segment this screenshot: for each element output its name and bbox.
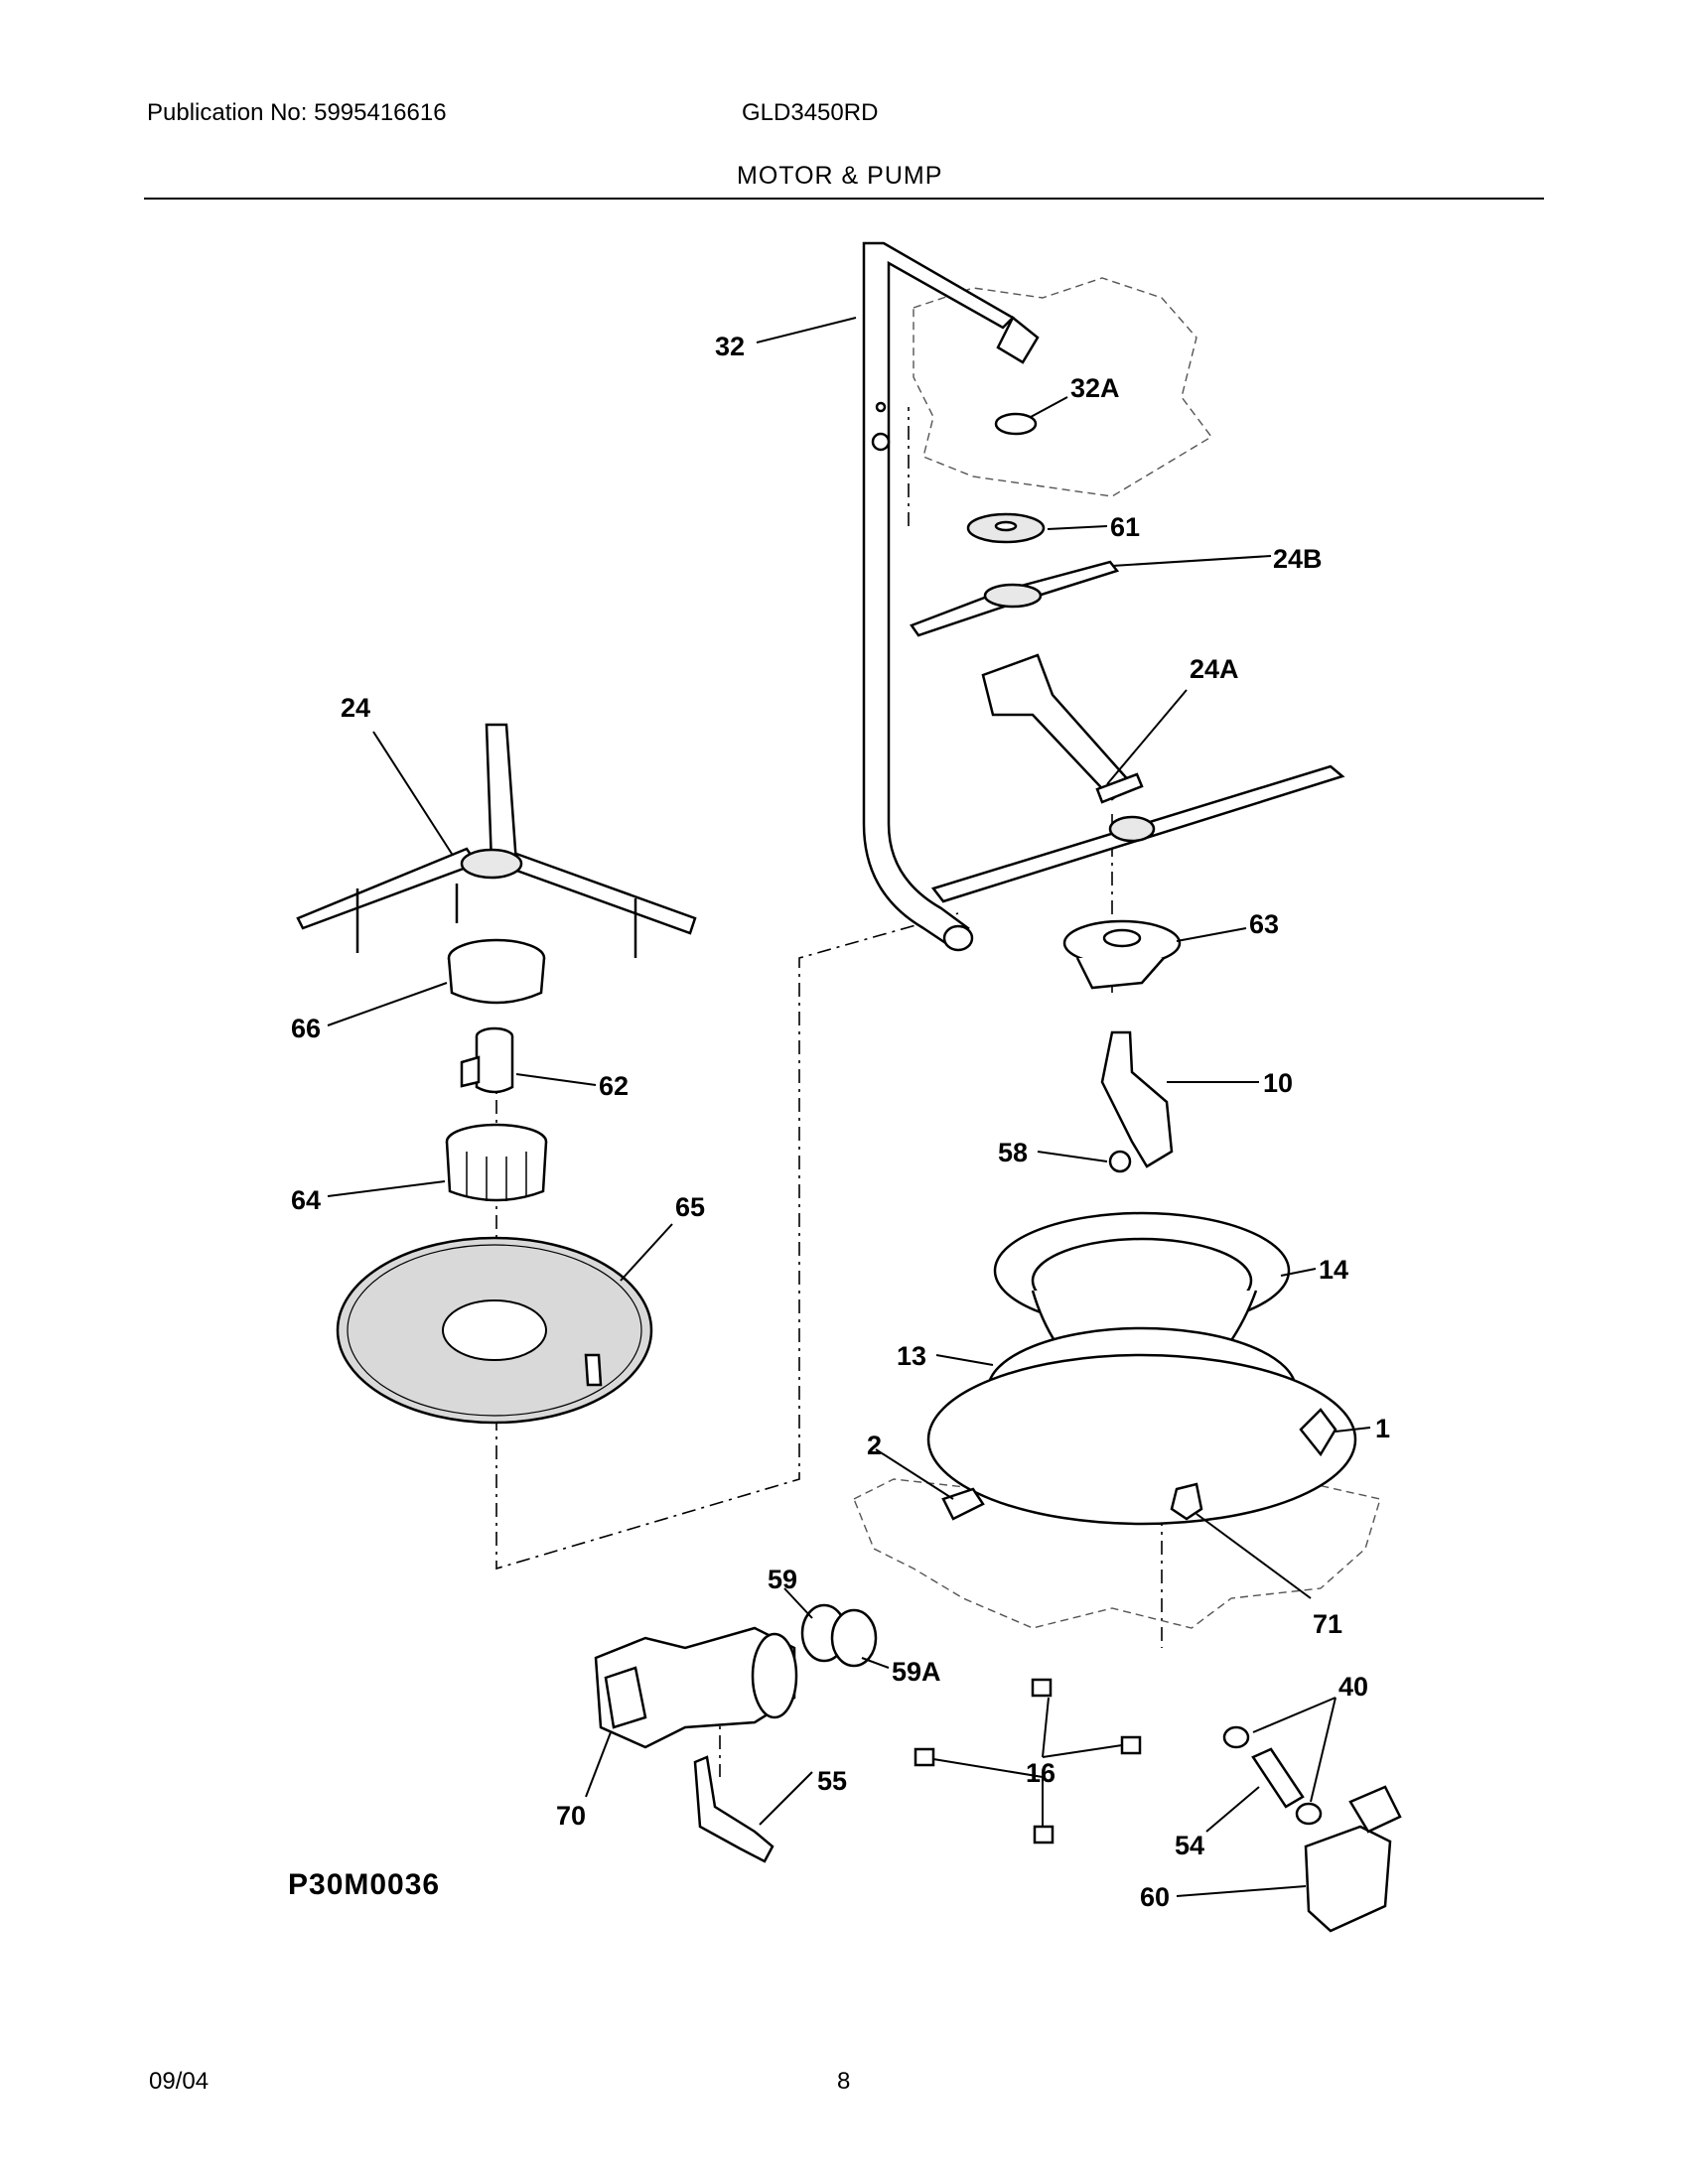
sump-mounting-ring <box>926 1353 1357 1526</box>
upper-wash-tube <box>862 241 1040 952</box>
callout-1: 1 <box>1375 1414 1390 1443</box>
footer-date: 09/04 <box>149 2068 210 2095</box>
callout-14: 14 <box>1319 1255 1348 1285</box>
spray-arm-manifold <box>981 653 1144 804</box>
callout-61: 61 <box>1110 512 1140 542</box>
callout-59: 59 <box>768 1565 797 1594</box>
pump-cover-seal <box>1062 919 1182 990</box>
drain-hose <box>1251 1747 1305 1809</box>
publication-number: Publication No: 5995416616 <box>147 99 447 126</box>
inlet-tube <box>460 1026 514 1094</box>
section-title: MOTOR & PUMP <box>737 162 943 190</box>
callout-24a: 24A <box>1190 654 1239 684</box>
callout-32: 32 <box>715 332 745 361</box>
callout-71: 71 <box>1313 1609 1342 1639</box>
callout-54: 54 <box>1175 1831 1204 1860</box>
upper-spray-arm <box>910 560 1120 637</box>
coarse-filter <box>445 1123 548 1202</box>
model-number: GLD3450RD <box>742 99 879 126</box>
mounting-clip <box>941 1487 985 1521</box>
spray-arm-nut <box>966 512 1046 544</box>
seal-ring-32a <box>994 412 1038 436</box>
thermostat-sensor <box>1170 1482 1203 1521</box>
middle-spray-arm <box>296 723 697 958</box>
pump-housing-insert <box>1100 1030 1174 1168</box>
callout-59a: 59A <box>892 1657 941 1687</box>
callout-2: 2 <box>867 1431 882 1460</box>
callout-63: 63 <box>1249 909 1279 939</box>
callout-24b: 24B <box>1273 544 1323 574</box>
callout-64: 64 <box>291 1185 321 1215</box>
diagram-code: P30M0036 <box>288 1868 441 1901</box>
page-number: 8 <box>837 2068 851 2095</box>
motor-and-pump <box>594 1626 798 1749</box>
callout-16: 16 <box>1026 1758 1055 1788</box>
alignment-lines <box>495 407 1163 1777</box>
callout-13: 13 <box>897 1341 926 1371</box>
callout-66: 66 <box>291 1014 321 1043</box>
callout-60: 60 <box>1140 1882 1170 1912</box>
drain-pump <box>1304 1785 1402 1933</box>
motor-mount-grommets <box>914 1678 1142 1844</box>
callout-labels: 32 32A 61 24B 24A 24 63 66 62 10 58 64 6… <box>291 332 1390 1912</box>
callout-70: 70 <box>556 1801 586 1831</box>
lower-spray-arm <box>930 764 1345 903</box>
callout-65: 65 <box>675 1192 705 1222</box>
callout-10: 10 <box>1263 1068 1293 1098</box>
callout-55: 55 <box>817 1766 847 1796</box>
header-rule <box>144 198 1544 200</box>
drain-hose-clamps <box>1222 1725 1323 1826</box>
callout-32a: 32A <box>1070 373 1120 403</box>
check-ball <box>1108 1150 1132 1173</box>
callout-24: 24 <box>341 693 370 723</box>
callout-40: 40 <box>1338 1672 1368 1702</box>
leader-lines <box>327 317 1371 1897</box>
motor-bracket <box>693 1755 774 1863</box>
callout-58: 58 <box>998 1138 1028 1167</box>
o-ring-59a <box>830 1608 878 1668</box>
callout-62: 62 <box>599 1071 629 1101</box>
spray-pattern-upper <box>913 277 1213 497</box>
fine-filter-screen <box>336 1236 653 1425</box>
filter-cap <box>447 938 546 1005</box>
